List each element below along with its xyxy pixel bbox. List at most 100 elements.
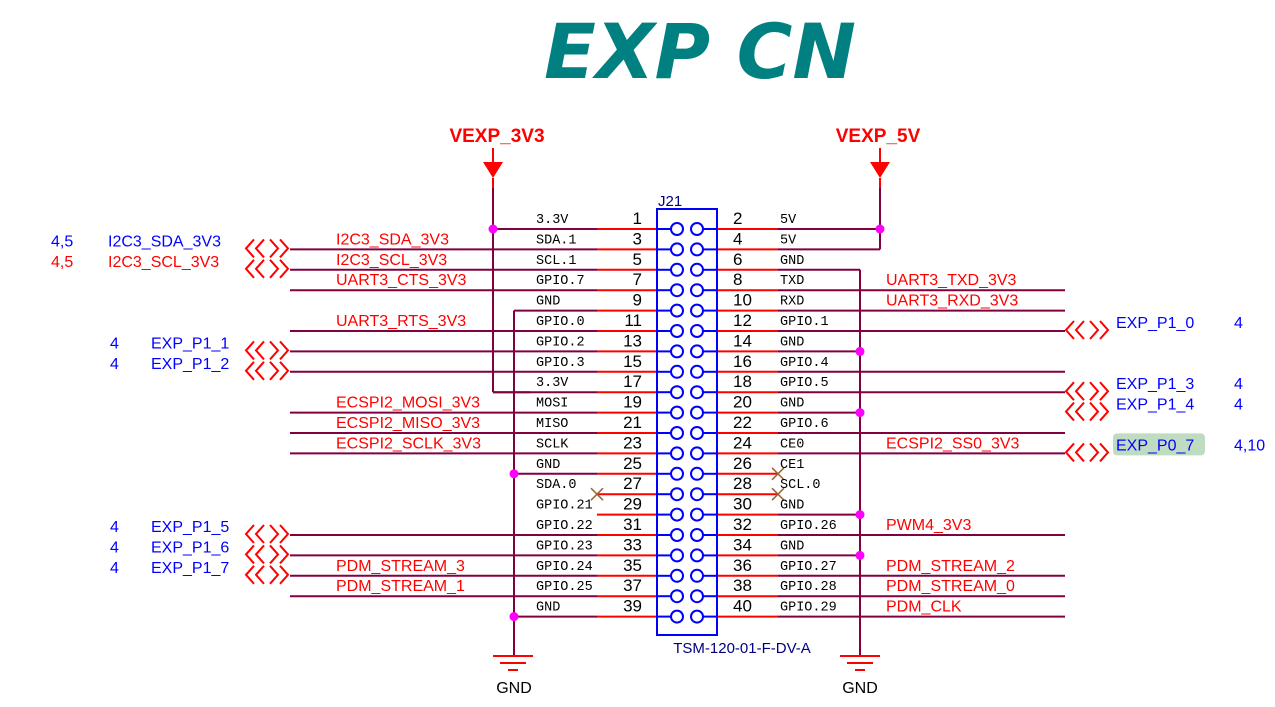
port-bidir-icon (1064, 320, 1110, 340)
port-page-ref: 4 (110, 539, 119, 556)
port-label: I2C3_SCL_3V3 (108, 254, 219, 271)
pin-name: GND (780, 335, 804, 350)
pin-pad (690, 609, 704, 624)
port-page-ref: 4,5 (51, 233, 73, 250)
connector-part-number: TSM-120-01-F-DV-A (673, 640, 811, 657)
power-label-5v: VEXP_5V (836, 126, 921, 147)
pin-number: 34 (733, 535, 752, 554)
pin-pad (690, 283, 704, 298)
pin-pad (690, 344, 704, 359)
pin-number: 18 (733, 372, 752, 391)
pin-number: 35 (623, 556, 642, 575)
pin-number: 9 (633, 291, 642, 310)
ground-symbol-left: GND (493, 655, 533, 697)
off-page-port[interactable]: EXP_P1_2 4 (110, 356, 290, 381)
wires-layer (290, 188, 1065, 656)
no-connect-icon (771, 467, 785, 481)
power-symbol-3v3: VEXP_3V3 (449, 126, 545, 188)
pin-name: GPIO.28 (780, 580, 837, 595)
schematic-title: EXP CN (544, 7, 856, 96)
port-label: EXP_P1_1 (151, 335, 229, 352)
pin-name: 3.3V (536, 376, 569, 391)
pin-pad (690, 568, 704, 583)
pin-name: TXD (780, 274, 804, 289)
pin-number: 33 (623, 535, 642, 554)
off-page-port[interactable]: EXP_P1_14 (110, 335, 290, 361)
pin-pad (670, 589, 684, 604)
pin-name: SCL.1 (536, 254, 577, 269)
pin-pad (690, 548, 704, 563)
pin-name: CE1 (780, 458, 804, 473)
pin-name: GPIO.4 (780, 356, 829, 371)
port-page-ref: 4 (110, 356, 119, 373)
port-bidir-icon (1064, 442, 1110, 463)
junction-dot (875, 224, 885, 234)
pin-pad (670, 262, 684, 277)
junction-dot (488, 224, 498, 234)
pin-pad (690, 446, 704, 461)
pin-name: SCL.0 (780, 478, 821, 493)
pin-name: GPIO.1 (780, 315, 829, 330)
pin-number: 30 (733, 495, 752, 514)
junction-dot (855, 550, 865, 560)
no-connect-icon (590, 487, 604, 501)
pin-name: GPIO.0 (536, 315, 585, 330)
port-bidir-icon (244, 565, 290, 585)
connector-body (656, 208, 718, 636)
junction-dot (855, 408, 865, 418)
pin-name: SDA.1 (536, 233, 577, 248)
no-connect-icon (771, 487, 785, 501)
pin-number: 38 (733, 576, 752, 595)
pin-number: 14 (733, 331, 752, 350)
pin-name: GND (780, 539, 804, 554)
pin-pad (670, 405, 684, 420)
pin-name: GND (780, 254, 804, 269)
port-page-ref: 4 (110, 560, 119, 577)
port-page-ref: 4 (110, 519, 119, 536)
pin-name: GPIO.21 (536, 499, 593, 514)
off-page-port[interactable]: EXP_P1_54 (110, 519, 290, 544)
pin-number: 39 (623, 597, 642, 616)
pin-name: GND (780, 499, 804, 514)
off-page-port[interactable]: EXP_P1_7 4 (110, 560, 290, 585)
port-label: EXP_P1_2 (151, 356, 229, 373)
power-arrow-icon (483, 162, 503, 178)
pin-pad (690, 507, 704, 522)
pin-number: 12 (733, 311, 752, 330)
pin-name: SDA.0 (536, 478, 577, 493)
junction-dot (855, 346, 865, 356)
port-label: EXP_P1_3 (1116, 376, 1194, 393)
pin-pad (670, 364, 684, 379)
pin-pad (670, 548, 684, 563)
off-page-port[interactable]: EXP_P1_64 (110, 539, 290, 565)
pin-name: GND (536, 458, 560, 473)
pin-pad (690, 222, 704, 236)
pin-pad (670, 466, 684, 481)
pin-pad (690, 385, 704, 400)
pin-pad (670, 446, 684, 461)
junction-dot (855, 510, 865, 520)
pin-pad (670, 507, 684, 522)
port-label: EXP_P1_7 (151, 560, 229, 577)
port-page-ref: 4 (1234, 315, 1243, 332)
pin-number: 15 (623, 352, 642, 371)
net-label: UART3_RTS_3V3 (336, 313, 466, 330)
pin-pad (670, 344, 684, 359)
port-bidir-icon (244, 524, 290, 544)
net-label: I2C3_SCL_3V3 (336, 252, 447, 269)
pin-number: 21 (623, 413, 642, 432)
port-bidir-icon (1064, 381, 1110, 401)
net-label: UART3_CTS_3V3 (336, 272, 467, 289)
pin-name: GPIO.22 (536, 519, 593, 534)
pin-number: 31 (623, 515, 642, 534)
net-labels-layer: I2C3_SDA_3V3I2C3_SCL_3V3UART3_CTS_3V3UAR… (336, 231, 1020, 615)
port-bidir-icon (244, 259, 290, 279)
pin-number: 8 (733, 270, 742, 289)
port-bidir-icon (244, 238, 290, 259)
